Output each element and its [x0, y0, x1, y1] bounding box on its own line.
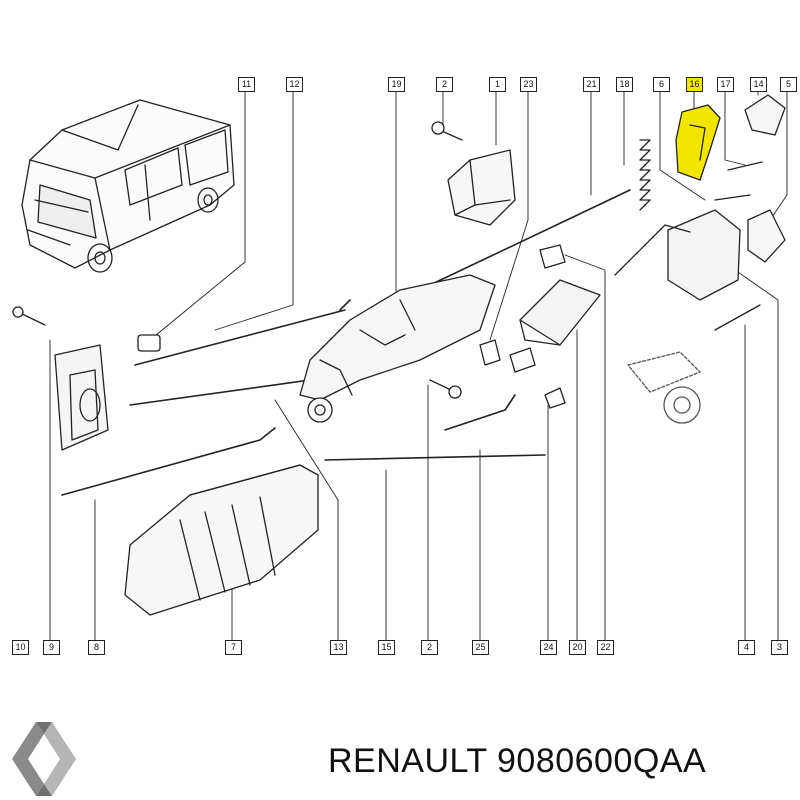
callout-16-highlighted: 16 [686, 77, 703, 92]
lock-cylinder [627, 351, 701, 424]
door-handle-assembly [12, 306, 109, 451]
callout-6: 6 [653, 77, 670, 92]
rear-door-lock [614, 94, 786, 331]
callout-12: 12 [286, 77, 303, 92]
callout-21: 21 [583, 77, 600, 92]
callout-25: 25 [472, 640, 489, 655]
renault-diamond-logo-icon [12, 722, 76, 796]
callout-20: 20 [569, 640, 586, 655]
callout-11: 11 [238, 77, 255, 92]
callout-7: 7 [225, 640, 242, 655]
callout-1: 1 [489, 77, 506, 92]
callout-22: 22 [597, 640, 614, 655]
callout-3: 3 [771, 640, 788, 655]
callout-5: 5 [780, 77, 797, 92]
step-panel [124, 464, 319, 616]
callout-10: 10 [12, 640, 29, 655]
callout-19: 19 [388, 77, 405, 92]
striker-bracket [431, 121, 516, 226]
callout-17: 17 [717, 77, 734, 92]
spring-part-18 [639, 139, 651, 211]
callout-18: 18 [616, 77, 633, 92]
callout-4: 4 [738, 640, 755, 655]
central-lock-mechanism [299, 274, 496, 423]
clip-part-11 [137, 334, 161, 352]
part-number-caption: RENAULT 9080600QAA [328, 742, 707, 780]
callout-23: 23 [520, 77, 537, 92]
linkage-rods [61, 189, 631, 496]
callout-2-bottom: 2 [421, 640, 438, 655]
leader-lines [49, 89, 788, 641]
callout-2: 2 [436, 77, 453, 92]
callout-8: 8 [88, 640, 105, 655]
lock-actuator [479, 244, 601, 409]
highlighted-part-16 [675, 104, 721, 181]
callout-9: 9 [43, 640, 60, 655]
callout-24: 24 [540, 640, 557, 655]
callout-15: 15 [378, 640, 395, 655]
callout-14: 14 [750, 77, 767, 92]
van-illustration [21, 99, 235, 273]
callout-13: 13 [330, 640, 347, 655]
